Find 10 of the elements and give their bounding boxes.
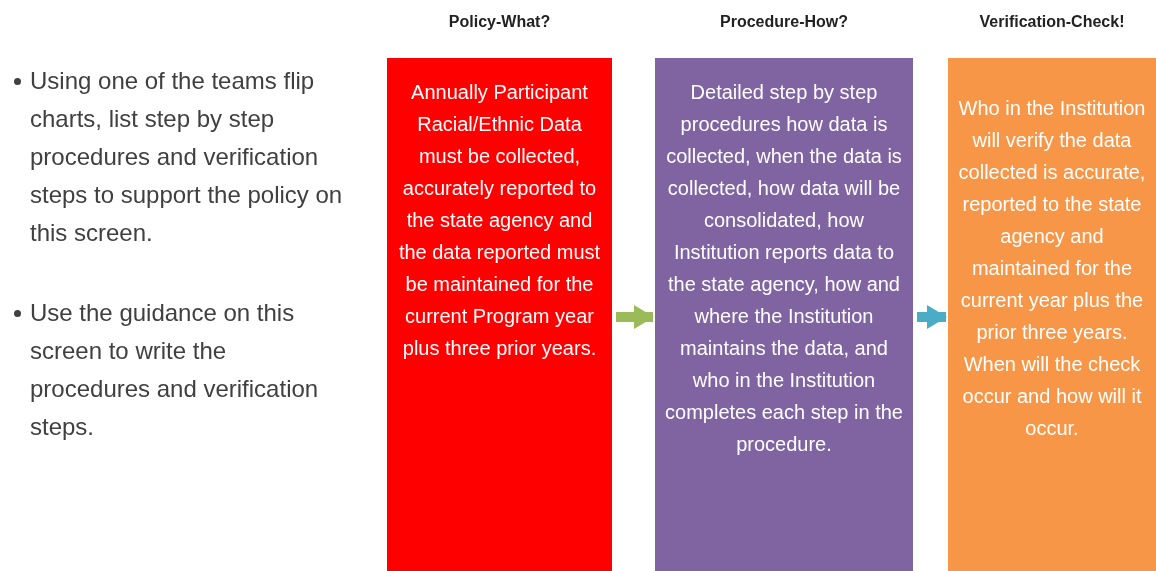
column-heading: Policy-What? xyxy=(447,12,552,32)
text-box: Annually Participant Racial/Ethnic Data must be collected, accurately reported to the state agency and the data reported must be maintained for the current Program year plus three prior years. xyxy=(387,58,612,571)
bullet-text: Use the guidance on this screen to write the procedures and verification steps. xyxy=(30,299,319,440)
block-arrow xyxy=(917,305,947,329)
column-heading: Procedure-How? xyxy=(719,12,849,32)
block-arrow xyxy=(616,305,654,329)
column-heading: Verification-Check! xyxy=(978,12,1126,32)
text-box: Detailed step by step procedures how data is collected, when the data is collected, how data will be consolidated, how Institution reports data to the state agency, how and where the Institution maintains the data, and who in the Institution completes each step in the procedure. xyxy=(655,58,913,571)
text-box: Who in the Institution will verify the data collected is accurate, reported to the state agency and maintained for the current year plus the prior three years. When will the check occur and how will it occur. xyxy=(948,58,1156,571)
bullet-text: Using one of the teams flip charts, list step by step procedures and verification steps to support the policy on this screen. xyxy=(30,67,343,246)
